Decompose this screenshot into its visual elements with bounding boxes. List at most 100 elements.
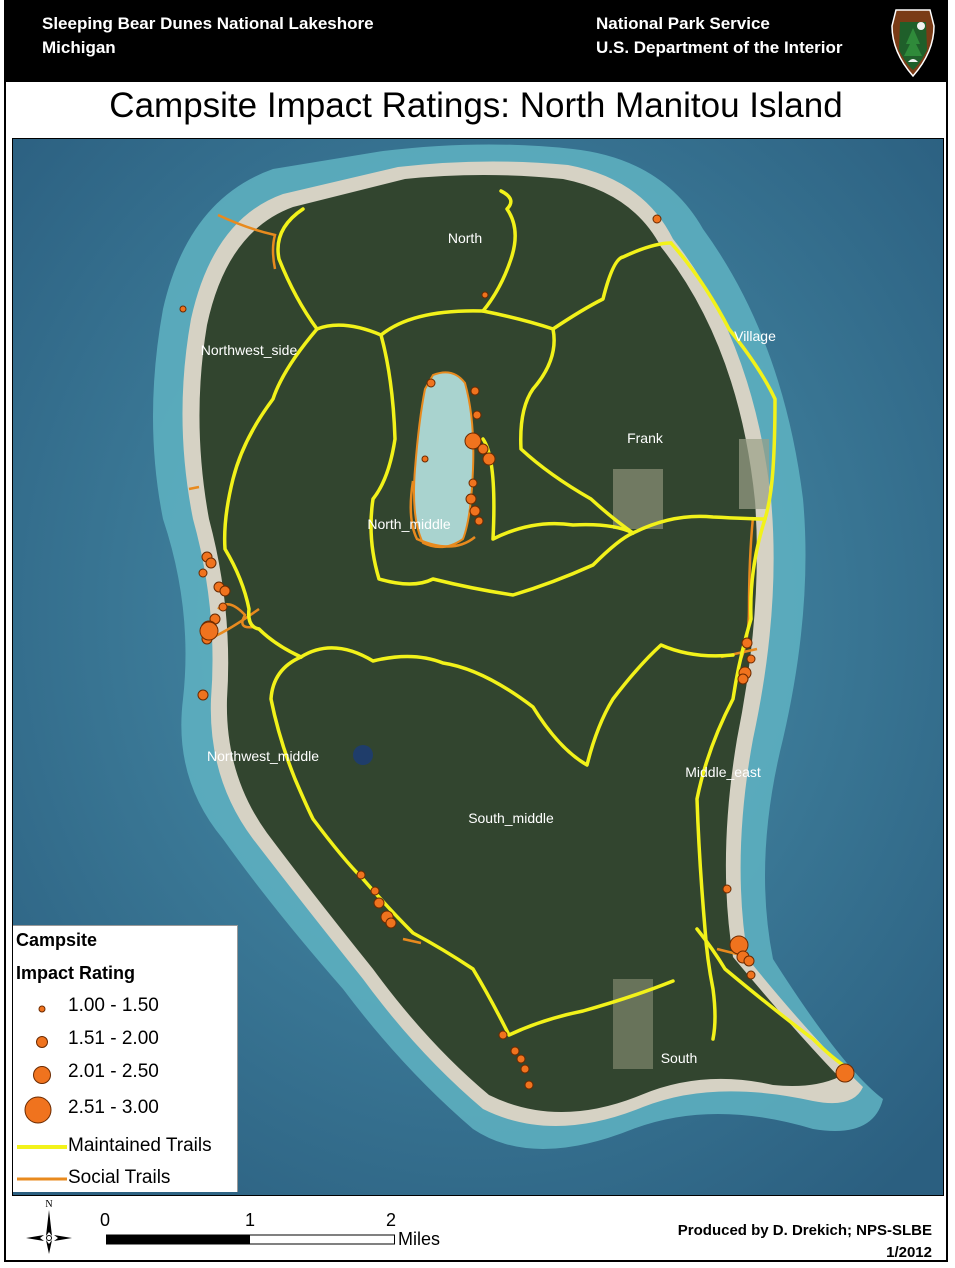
campsite-marker[interactable]: [741, 637, 753, 649]
scale-bar: [106, 1234, 395, 1245]
legend-symbol-maintained-line: [17, 1145, 67, 1149]
pond: [353, 745, 373, 765]
legend-symbol-large: [33, 1066, 51, 1084]
legend-row-social: Social Trails: [13, 1164, 237, 1194]
area-label: Frank: [627, 430, 664, 446]
maintained-trails-layer: [222, 189, 851, 1071]
area-label: North_middle: [367, 516, 450, 532]
north-arrow-icon: N: [26, 1199, 72, 1254]
campsite-marker[interactable]: [468, 478, 478, 488]
legend-row-class-2: 1.51 - 2.00: [13, 1025, 237, 1055]
area-label: North: [448, 230, 482, 246]
social-trail: [188, 485, 200, 491]
campsite-marker[interactable]: [469, 505, 481, 517]
campsites-layer: [179, 214, 855, 1090]
maintained-trail: [519, 327, 767, 535]
legend-symbol-small: [38, 1005, 46, 1013]
legend-label-class-3: 2.01 - 2.50: [68, 1061, 159, 1082]
campsite-marker[interactable]: [421, 455, 429, 463]
campsite-marker[interactable]: [472, 410, 482, 420]
campsite-marker[interactable]: [722, 884, 732, 894]
campsite-marker[interactable]: [179, 305, 187, 313]
campsite-marker[interactable]: [652, 214, 662, 224]
legend-box: Campsite Impact Rating 1.00 - 1.50 1.51 …: [13, 925, 238, 1192]
campsite-marker[interactable]: [746, 654, 756, 664]
campsite-marker[interactable]: [465, 493, 477, 505]
campsite-marker[interactable]: [373, 897, 385, 909]
campsite-marker[interactable]: [510, 1046, 520, 1056]
header-right: National Park Service U.S. Department of…: [596, 12, 843, 60]
area-label: Middle_east: [685, 764, 761, 780]
legend-title-line2: Impact Rating: [16, 963, 136, 983]
campsite-marker[interactable]: [370, 886, 380, 896]
campsite-marker[interactable]: [481, 291, 489, 299]
campsite-marker[interactable]: [470, 386, 480, 396]
campsite-marker[interactable]: [835, 1063, 855, 1083]
park-name: Sleeping Bear Dunes National Lakeshore: [42, 14, 374, 33]
credit-author: Produced by D. Drekich; NPS-SLBE: [677, 1222, 932, 1239]
maintained-trail: [481, 437, 635, 541]
north-label: N: [45, 1199, 52, 1210]
state-name: Michigan: [42, 38, 116, 57]
map-frame: Sleeping Bear Dunes National Lakeshore M…: [4, 0, 948, 1262]
maintained-trail: [669, 241, 777, 521]
clearing: [613, 469, 663, 529]
department-name: U.S. Department of the Interior: [596, 38, 843, 57]
campsite-marker[interactable]: [524, 1080, 534, 1090]
header-left: Sleeping Bear Dunes National Lakeshore M…: [42, 12, 374, 60]
campsite-marker[interactable]: [477, 443, 489, 455]
maintained-trail: [695, 517, 767, 1041]
scale-tick-2: 2: [386, 1210, 397, 1230]
legend-label-class-1: 1.00 - 1.50: [68, 995, 159, 1016]
maintained-trail: [222, 327, 319, 659]
campsite-marker[interactable]: [743, 955, 755, 967]
campsite-marker[interactable]: [218, 602, 228, 612]
social-trail: [217, 213, 277, 270]
campsite-marker[interactable]: [464, 432, 482, 450]
campsite-marker[interactable]: [737, 673, 749, 685]
campsite-marker[interactable]: [205, 557, 217, 569]
legend-symbol-medium: [36, 1036, 48, 1048]
campsite-marker[interactable]: [482, 452, 496, 466]
campsite-marker[interactable]: [356, 870, 366, 880]
campsite-marker[interactable]: [426, 378, 436, 388]
campsite-marker[interactable]: [199, 621, 219, 641]
page-title: Campsite Impact Ratings: North Manitou I…: [109, 86, 843, 125]
campsite-marker[interactable]: [219, 585, 231, 597]
credit-block: Produced by D. Drekich; NPS-SLBE 1/2012: [678, 1220, 932, 1264]
area-label: Northwest_side: [201, 342, 298, 358]
legend-symbol-social-line: [17, 1177, 67, 1181]
campsite-marker[interactable]: [474, 516, 484, 526]
legend-title-line1: Campsite: [16, 930, 98, 950]
maintained-trail: [481, 189, 517, 313]
campsite-marker[interactable]: [516, 1054, 526, 1064]
legend-row-maintained: Maintained Trails: [13, 1132, 237, 1162]
campsite-marker[interactable]: [197, 689, 209, 701]
legend-label-maintained: Maintained Trails: [68, 1135, 212, 1156]
legend-symbol-xlarge: [24, 1096, 52, 1124]
header-bar: Sleeping Bear Dunes National Lakeshore M…: [6, 2, 946, 82]
maintained-trail: [269, 655, 675, 1037]
area-labels-layer: NorthNorthwest_sideVillageFrankNorth_mid…: [201, 230, 776, 1066]
legend-label-class-2: 1.51 - 2.00: [68, 1028, 159, 1049]
area-label: Northwest_middle: [207, 748, 319, 764]
lake-manitou: [413, 371, 475, 549]
legend-row-class-1: 1.00 - 1.50: [13, 992, 237, 1022]
campsite-marker[interactable]: [746, 970, 756, 980]
social-trail: [402, 937, 422, 945]
scale-tick-1: 1: [245, 1210, 256, 1230]
maintained-trail: [369, 333, 635, 597]
maintained-trail: [299, 643, 735, 767]
campsite-marker[interactable]: [498, 1030, 508, 1040]
legend-row-class-4: 2.51 - 3.00: [13, 1094, 237, 1124]
maintained-trail: [276, 207, 319, 331]
campsite-marker[interactable]: [385, 917, 397, 929]
area-label: South_middle: [468, 810, 554, 826]
legend-label-class-4: 2.51 - 3.00: [68, 1097, 159, 1118]
scale-unit: Miles: [398, 1229, 441, 1249]
campsite-marker[interactable]: [520, 1064, 530, 1074]
credit-date: 1/2012: [886, 1244, 932, 1261]
campsite-marker[interactable]: [198, 568, 208, 578]
legend-row-class-3: 2.01 - 2.50: [13, 1058, 237, 1088]
area-label: South: [661, 1050, 698, 1066]
